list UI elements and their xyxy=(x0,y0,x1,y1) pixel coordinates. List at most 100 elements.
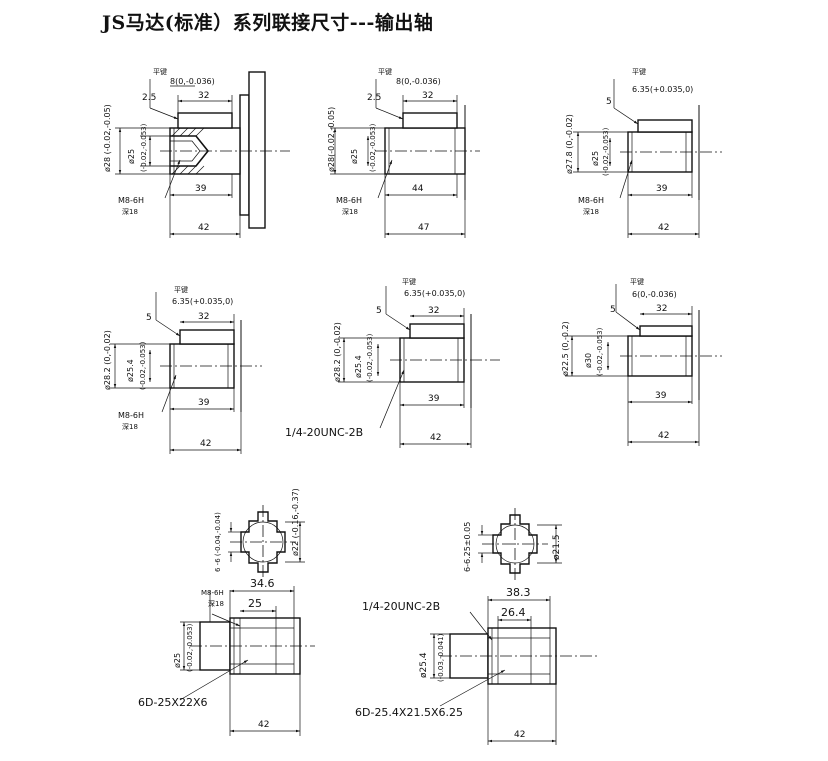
key-length: 32 xyxy=(656,304,667,314)
length-1: 44 xyxy=(412,184,424,194)
length-2: 42 xyxy=(200,439,211,449)
key-offset: 2.5 xyxy=(367,93,381,103)
key-spec: 6(0,-0.036) xyxy=(632,290,677,299)
diameter-inner: ø25 xyxy=(127,149,136,164)
diameter-inner: ø25 xyxy=(591,151,600,166)
key-length: 32 xyxy=(198,91,209,101)
diameter-inner-tol: (-0.02,-0.053) xyxy=(366,333,374,382)
spline-spec: 6D-25.4X21.5X6.25 xyxy=(355,706,463,719)
key xyxy=(409,323,465,339)
key xyxy=(639,325,693,337)
key-spec: 6.35(+0.035,0) xyxy=(404,289,465,298)
thread-spec: M8-6H xyxy=(336,196,362,205)
key-spec: 8(0,-0.036) xyxy=(396,77,441,86)
spline-length-a: 38.3 xyxy=(506,586,531,599)
key-label: 平键 xyxy=(174,285,188,294)
key-label: 平键 xyxy=(153,67,167,76)
diameter-inner-tol: (-0.02,-0.053) xyxy=(596,327,604,376)
length-2: 42 xyxy=(658,223,669,233)
key-length: 32 xyxy=(198,312,209,322)
diameter-inner-tol: (-0.02,-0.053) xyxy=(369,123,377,172)
spline-tooth-width: 6 -6 (-0.04,-0.04) xyxy=(214,512,222,572)
diameter-inner-tol: (-0.02,-0.053) xyxy=(602,127,610,176)
shaft-6-drawing: 平键 6(0,-0.036) 5 32 ø22.5 (0,-0.2) ø30 (… xyxy=(561,277,722,446)
spline-diameter: ø25 xyxy=(173,653,182,668)
key xyxy=(402,112,458,129)
shaft-2-drawing: 平键 8(0,-0.036) 2.5 32 ø28(-0.02,-0.05) ø… xyxy=(327,67,480,238)
spline-1-drawing: 6 -6 (-0.04,-0.04) ø22 (-0.16,-0.37) M8-… xyxy=(138,488,315,736)
spline-length-b: 25 xyxy=(248,597,262,610)
diameter-inner: ø30 xyxy=(584,353,593,368)
key-label: 平键 xyxy=(632,67,646,76)
key-offset: 5 xyxy=(606,97,612,107)
length-1: 39 xyxy=(656,184,668,194)
key-offset: 5 xyxy=(376,306,382,316)
key-spec: 8(0,-0.036) xyxy=(170,77,215,86)
length-1: 39 xyxy=(428,394,440,404)
thread-depth: 深18 xyxy=(122,422,138,431)
diameter-inner-tol: (-0.02,-0.053) xyxy=(139,341,147,390)
shaft-5-drawing: 平键 6.35(+0.035,0) 5 32 ø28.2 (0,-0.02) ø… xyxy=(285,277,500,448)
length-1: 39 xyxy=(655,391,667,401)
page-title: JS马达(标准）系列联接尺寸---输出轴 xyxy=(102,12,434,34)
diameter-outer: ø22.5 (0,-0.2) xyxy=(561,321,570,376)
length-1: 39 xyxy=(198,398,210,408)
thread-spec: M8-6H xyxy=(118,411,144,420)
key-spec: 6.35(+0.035,0) xyxy=(632,85,693,94)
spline-length-b: 26.4 xyxy=(501,606,526,619)
spline-diameter-tol: (-0.03,-0.041) xyxy=(437,633,445,682)
thread-spec: 1/4-20UNC-2B xyxy=(285,426,363,439)
diameter-outer: ø28 (-0.02,-0.05) xyxy=(103,104,112,172)
key-offset: 2.5 xyxy=(142,93,156,103)
diameter-inner: ø25.4 xyxy=(126,359,135,382)
spline-spec: 6D-25X22X6 xyxy=(138,696,208,709)
key-offset: 5 xyxy=(610,305,616,315)
spline-diameter-tol: (-0.02,-0.053) xyxy=(186,623,194,672)
thread-spec: M8-6H xyxy=(578,196,604,205)
key xyxy=(177,112,233,129)
diameter-outer: ø28.2 (0,-0.02) xyxy=(333,322,342,382)
length-2: 42 xyxy=(198,223,209,233)
spline-thread-spec: 1/4-20UNC-2B xyxy=(362,600,440,613)
spline-2-drawing: 6-6.25±0.05 ø21.5 1/4-20UNC-2B 38.3 26.4… xyxy=(355,508,600,745)
key-label: 平键 xyxy=(630,277,644,286)
length-2: 47 xyxy=(418,223,429,233)
shaft-3-drawing: 平键 6.35(+0.035,0) 5 ø27.8 (0,-0.02) ø25 … xyxy=(565,67,722,238)
key-length: 32 xyxy=(428,306,439,316)
thread-spec: M8-6H xyxy=(118,196,144,205)
diameter-inner: ø25.4 xyxy=(354,355,363,378)
spline-2-section xyxy=(482,508,548,582)
length-2: 42 xyxy=(430,433,441,443)
spline-length-total: 42 xyxy=(258,720,269,730)
spline-thread-spec: M8-6H xyxy=(201,589,224,597)
thread-depth: 深18 xyxy=(583,207,599,216)
length-1: 39 xyxy=(195,184,207,194)
thread-depth: 深18 xyxy=(122,207,138,216)
diameter-outer: ø28.2 (0,-0.02) xyxy=(103,330,112,390)
spline-minor-diameter: ø21.5 xyxy=(552,534,562,560)
key xyxy=(637,119,693,133)
spline-minor-diameter: ø22 (-0.16,-0.37) xyxy=(291,488,300,556)
spline-length-a: 34.6 xyxy=(250,577,275,590)
diameter-inner: ø25 xyxy=(350,149,359,164)
spline-length-total: 42 xyxy=(514,730,525,740)
length-2: 42 xyxy=(658,431,669,441)
diameter-outer: ø27.8 (0,-0.02) xyxy=(565,114,574,174)
thread-depth: 深18 xyxy=(342,207,358,216)
shaft-1-drawing: 平键 8(0,-0.036) 2.5 32 ø28 (-0.02,-0.05) … xyxy=(103,67,290,238)
shaft-4-drawing: 平键 6.35(+0.035,0) 5 32 ø28.2 (0,-0.02) ø… xyxy=(103,285,262,454)
diameter-outer: ø28(-0.02,-0.05) xyxy=(327,107,336,172)
spline-thread-depth: 深18 xyxy=(208,599,224,608)
key-spec: 6.35(+0.035,0) xyxy=(172,297,233,306)
diameter-inner-tol: (-0.02,-0.053) xyxy=(140,123,148,172)
key-length: 32 xyxy=(422,91,433,101)
spline-tooth-width: 6-6.25±0.05 xyxy=(463,522,472,572)
spline-1-section xyxy=(230,505,296,580)
mounting-flange-plate xyxy=(239,94,250,216)
key-offset: 5 xyxy=(146,313,152,323)
key-label: 平键 xyxy=(378,67,392,76)
key-label: 平键 xyxy=(402,277,416,286)
key xyxy=(179,329,235,345)
mounting-flange xyxy=(248,71,266,229)
